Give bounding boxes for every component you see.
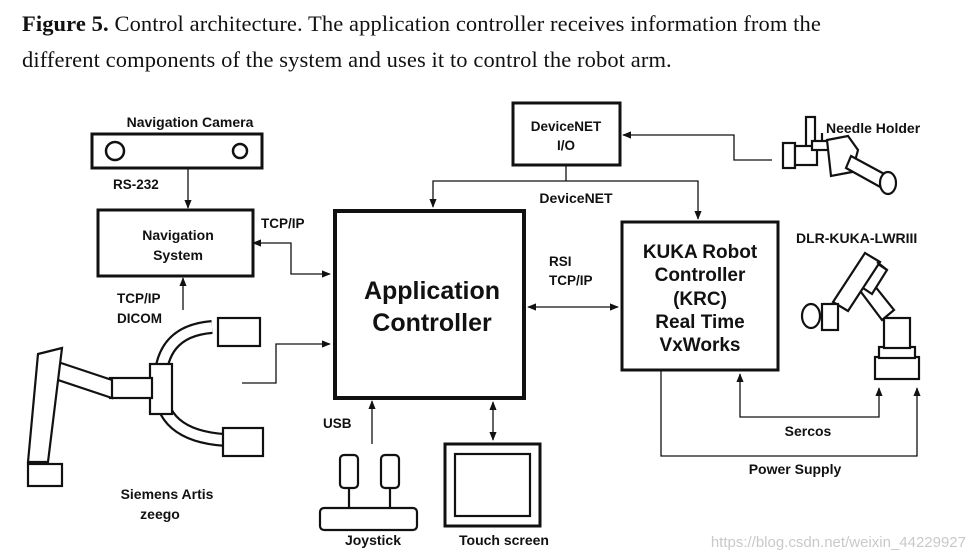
needle-holder-icon bbox=[781, 115, 898, 196]
siemens-label-1: Siemens Artis bbox=[121, 486, 214, 502]
rsi-label-2: TCP/IP bbox=[549, 273, 593, 288]
devicenet-io-label-1: DeviceNET bbox=[531, 119, 602, 134]
needle-holder-label: Needle Holder bbox=[826, 120, 921, 136]
caption-line-2: different components of the system and u… bbox=[22, 47, 672, 72]
devicenet-io-label-2: I/O bbox=[557, 138, 575, 153]
navigation-camera-icon bbox=[90, 132, 264, 170]
application-controller-box bbox=[333, 209, 526, 400]
tcpip-dicom-label-1: TCP/IP bbox=[117, 291, 161, 306]
dlr-kuka-arm-icon bbox=[800, 251, 921, 381]
power-supply-label: Power Supply bbox=[749, 461, 842, 477]
navigation-system-label-2: System bbox=[153, 247, 203, 263]
figure-caption: Figure 5. Control architecture. The appl… bbox=[22, 6, 957, 78]
tcpip-nav-label: TCP/IP bbox=[261, 216, 305, 231]
power-supply-link bbox=[660, 370, 921, 457]
caption-line-1: Figure 5. Control architecture. The appl… bbox=[22, 6, 957, 42]
krc-label-1: KUKA Robot bbox=[643, 242, 758, 263]
sercos-link bbox=[736, 373, 883, 418]
krc-box bbox=[620, 220, 780, 372]
touch-screen-icon bbox=[443, 442, 542, 528]
rs232-label: RS-232 bbox=[113, 177, 159, 192]
watermark: https://blog.csdn.net/weixin_44229927 bbox=[711, 534, 966, 551]
needle-holder-to-devicenet-arrow bbox=[622, 131, 772, 161]
joystick-label: Joystick bbox=[345, 532, 401, 548]
navsys-appctrl-link bbox=[252, 239, 331, 278]
navigation-system-box bbox=[96, 208, 255, 278]
application-controller-label-1: Application bbox=[364, 277, 500, 305]
joystick-icon bbox=[318, 453, 419, 532]
navigation-camera-label: Navigation Camera bbox=[127, 114, 254, 130]
devicenet-bus-label: DeviceNET bbox=[539, 190, 613, 206]
caption-text-1: Control architecture. The application co… bbox=[108, 11, 821, 36]
krc-label-5: VxWorks bbox=[660, 335, 741, 356]
siemens-to-appctrl-arrow bbox=[242, 340, 331, 384]
navigation-system-label-1: Navigation bbox=[142, 227, 214, 243]
application-controller-label-2: Controller bbox=[372, 309, 492, 337]
usb-label: USB bbox=[323, 416, 352, 431]
sercos-label: Sercos bbox=[785, 423, 832, 439]
siemens-label-2: zeego bbox=[140, 506, 180, 522]
krc-label-2: Controller bbox=[655, 265, 746, 286]
siemens-artis-zeego-icon bbox=[26, 316, 265, 488]
krc-label-4: Real Time bbox=[655, 312, 744, 333]
rsi-label-1: RSI bbox=[549, 254, 572, 269]
devicenet-io-box bbox=[511, 101, 622, 167]
tcpip-dicom-label-2: DICOM bbox=[117, 311, 162, 326]
touch-screen-label: Touch screen bbox=[459, 532, 549, 548]
krc-label-3: (KRC) bbox=[673, 289, 727, 310]
devicenet-bus-line bbox=[429, 180, 702, 220]
figure-label: Figure 5. bbox=[22, 11, 109, 36]
dlr-arm-label: DLR-KUKA-LWRIII bbox=[796, 230, 917, 246]
